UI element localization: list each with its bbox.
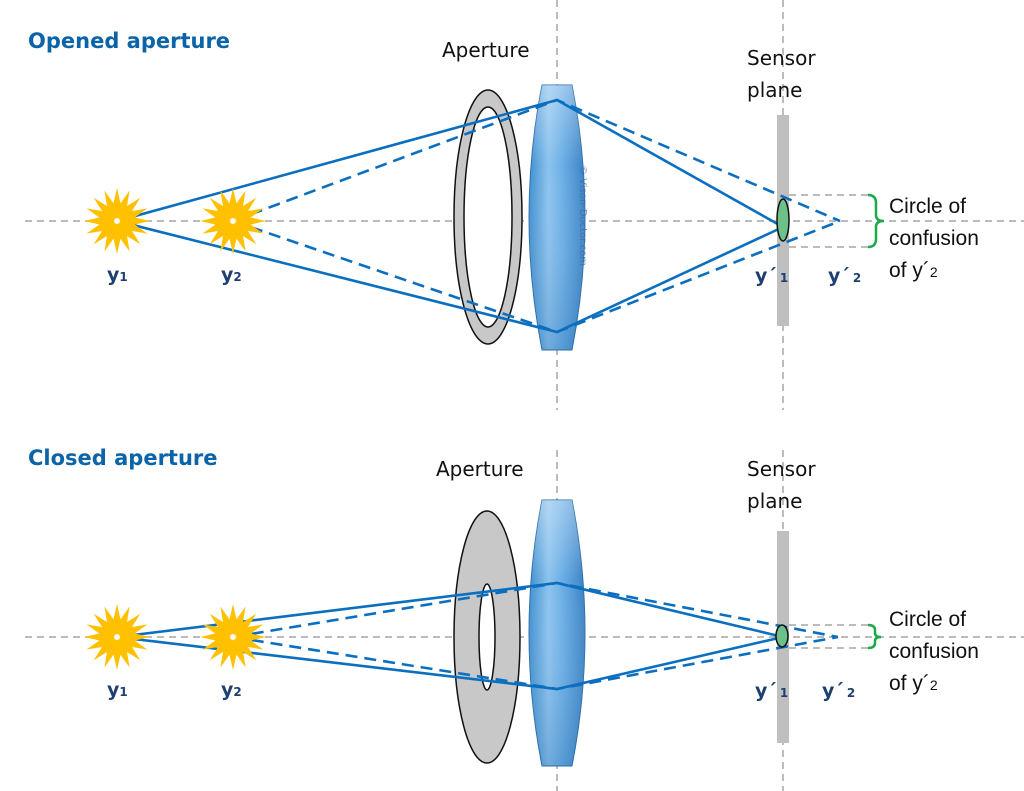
watermark: © Vison-Doctor.com xyxy=(577,165,588,266)
sensor-label-line1: Sensor xyxy=(747,457,816,481)
coc-label-line2: confusion xyxy=(889,227,979,250)
coc-label-line3: of y´2 xyxy=(889,672,938,695)
light-source-y2-icon xyxy=(200,604,266,670)
sensor-label-line1: Sensor xyxy=(747,46,816,70)
panel-opened: Opened aperture © Vison-Doctor.com xyxy=(25,0,1024,410)
image-y1-label: y´1 xyxy=(755,680,788,702)
object-y2-label: y2 xyxy=(221,679,242,701)
image-y1-label: y´1 xyxy=(755,265,788,287)
circle-of-confusion-spot xyxy=(775,624,789,648)
sensor-label-line2: plane xyxy=(747,489,803,513)
aperture-ring xyxy=(453,510,521,764)
image-y2-label: y´2 xyxy=(828,265,861,287)
object-y1-label: y1 xyxy=(107,264,128,286)
coc-label-line2: confusion xyxy=(889,640,979,663)
circle-of-confusion-spot xyxy=(776,198,790,242)
panel-closed: Closed aperture xyxy=(25,446,1024,791)
aperture-label: Aperture xyxy=(436,457,524,481)
aperture-ring xyxy=(453,89,523,345)
sensor-label-line2: plane xyxy=(747,78,803,102)
light-source-y1-icon xyxy=(84,604,150,670)
light-source-y1-icon xyxy=(84,188,150,254)
coc-label-line1: Circle of xyxy=(889,608,966,631)
converging-lens xyxy=(528,84,586,351)
coc-label-line3: of y´2 xyxy=(889,259,938,282)
object-y1-label: y1 xyxy=(107,679,128,701)
light-source-y2-icon xyxy=(200,188,266,254)
converging-lens xyxy=(528,499,586,767)
rays-y2 xyxy=(232,581,839,691)
aperture-label: Aperture xyxy=(442,38,530,62)
panel-title: Opened aperture xyxy=(28,29,230,53)
rays-y2 xyxy=(232,98,841,334)
image-y2-label: y´2 xyxy=(822,680,855,702)
object-y2-label: y2 xyxy=(221,264,242,286)
coc-brace xyxy=(867,193,885,249)
coc-label-line1: Circle of xyxy=(889,195,966,218)
panel-title: Closed aperture xyxy=(28,446,218,470)
coc-brace xyxy=(867,623,882,650)
